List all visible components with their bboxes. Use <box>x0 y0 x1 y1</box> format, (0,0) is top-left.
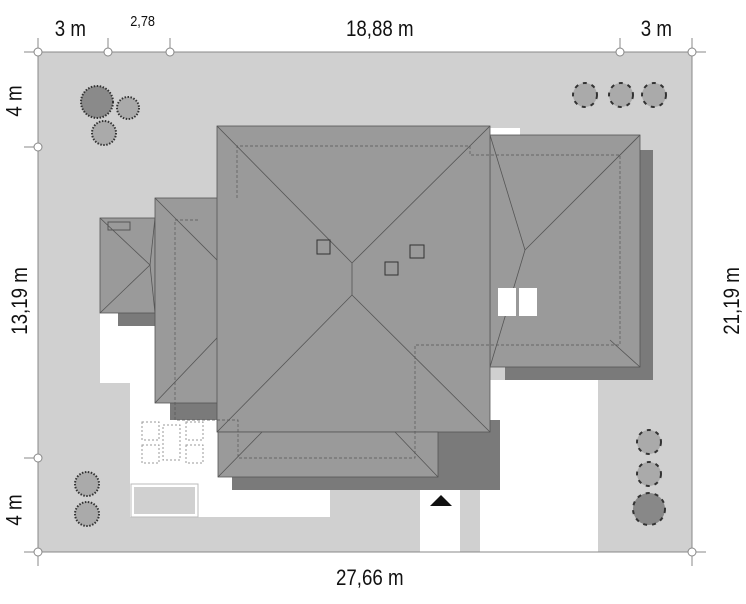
skylight <box>519 288 537 316</box>
dim-left-bottom: 4 m <box>1 494 27 526</box>
entrance-arrow-icon <box>430 495 452 506</box>
roof-left-small <box>99 217 156 314</box>
garden-furniture <box>141 421 204 464</box>
tree-icon <box>74 82 667 527</box>
dim-right: 21,19 m <box>718 267 744 335</box>
dim-left-middle: 13,19 m <box>6 267 32 335</box>
dimension-markers <box>24 38 706 566</box>
dim-left-top: 4 m <box>1 85 27 117</box>
dim-top-main: 18,88 m <box>345 16 414 41</box>
skylight <box>498 288 516 316</box>
roof-front <box>217 431 439 478</box>
garage-notch <box>490 128 520 136</box>
chimney <box>316 239 331 255</box>
dim-bottom: 27,66 m <box>335 565 404 590</box>
chimney <box>409 244 425 259</box>
dim-top-offset: 2,78 <box>130 13 156 30</box>
roof-main <box>216 125 491 433</box>
dim-top-right: 3 m <box>640 16 672 41</box>
roof <box>99 125 641 478</box>
wall-outline <box>174 145 621 459</box>
skylight-small <box>107 221 131 231</box>
roof-vent <box>384 261 399 276</box>
pool-water <box>134 487 195 514</box>
roof-right-wing <box>489 134 641 368</box>
dim-top-left: 3 m <box>54 16 86 41</box>
